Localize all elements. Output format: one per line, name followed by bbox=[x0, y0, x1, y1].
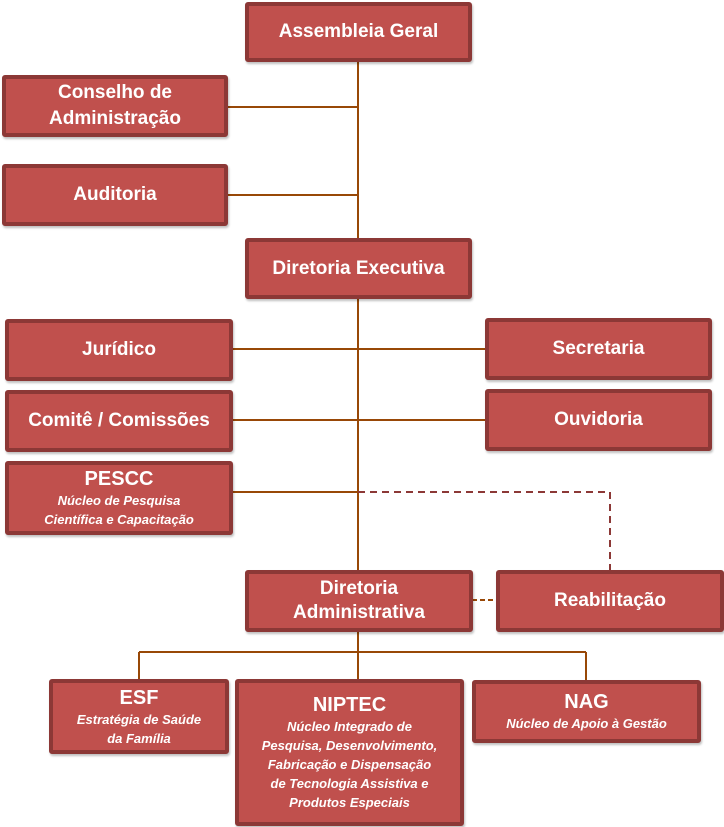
node-title: Assembleia Geral bbox=[278, 21, 439, 42]
node-title-line1: Conselho de bbox=[57, 82, 172, 103]
node-subtitle-line1: Estratégia de Saúde bbox=[76, 711, 202, 727]
node-esf[interactable]: ESF Estratégia de Saúde da Família bbox=[49, 679, 229, 754]
node-conselho-de-administracao[interactable]: Conselho de Administração bbox=[2, 75, 228, 137]
node-title: Reabilitação bbox=[554, 590, 666, 611]
node-subtitle-line3: Fabricação e Dispensação bbox=[267, 757, 432, 772]
node-diretoria-executiva[interactable]: Diretoria Executiva bbox=[245, 238, 472, 299]
node-subtitle-line2: da Família bbox=[107, 730, 171, 746]
node-title: NIPTEC bbox=[312, 694, 387, 716]
node-pescc[interactable]: PESCC Núcleo de Pesquisa Científica e Ca… bbox=[5, 461, 233, 535]
node-assembleia-geral[interactable]: Assembleia Geral bbox=[245, 2, 472, 62]
node-title: ESF bbox=[119, 686, 159, 709]
node-title: NAG bbox=[564, 691, 609, 713]
node-title: PESCC bbox=[84, 468, 154, 490]
dashed-connector-pescc-reabilitacao bbox=[358, 491, 611, 571]
node-comite-comissoes[interactable]: Comitê / Comissões bbox=[5, 390, 233, 452]
node-juridico[interactable]: Jurídico bbox=[5, 319, 233, 381]
node-secretaria[interactable]: Secretaria bbox=[485, 318, 712, 380]
node-subtitle-line5: Produtos Especiais bbox=[289, 795, 410, 810]
node-ouvidoria[interactable]: Ouvidoria bbox=[485, 389, 712, 451]
node-title: Diretoria Executiva bbox=[272, 257, 445, 279]
node-subtitle-line2: Científica e Capacitação bbox=[44, 512, 194, 527]
node-title: Ouvidoria bbox=[554, 409, 643, 430]
node-title: Auditoria bbox=[73, 184, 157, 205]
node-diretoria-administrativa[interactable]: Diretoria Administrativa bbox=[245, 570, 473, 632]
node-title: Jurídico bbox=[82, 339, 156, 360]
node-title: Secretaria bbox=[552, 338, 645, 359]
node-title-line1: Diretoria bbox=[319, 578, 399, 599]
node-title-line2: Administração bbox=[49, 108, 181, 129]
node-subtitle-line2: Pesquisa, Desenvolvimento, bbox=[261, 738, 438, 753]
node-subtitle-line1: Núcleo de Apoio à Gestão bbox=[506, 716, 667, 731]
node-subtitle-line1: Núcleo de Pesquisa bbox=[57, 493, 181, 508]
node-title: Comitê / Comissões bbox=[28, 410, 210, 431]
node-subtitle-line1: Núcleo Integrado de bbox=[287, 719, 412, 734]
node-subtitle-line4: de Tecnologia Assistiva e bbox=[270, 776, 429, 791]
node-niptec[interactable]: NIPTEC Núcleo Integrado de Pesquisa, Des… bbox=[235, 679, 464, 826]
node-title-line2: Administrativa bbox=[293, 602, 425, 623]
node-nag[interactable]: NAG Núcleo de Apoio à Gestão bbox=[472, 680, 701, 743]
node-reabilitacao[interactable]: Reabilitação bbox=[496, 570, 724, 632]
node-auditoria[interactable]: Auditoria bbox=[2, 164, 228, 226]
